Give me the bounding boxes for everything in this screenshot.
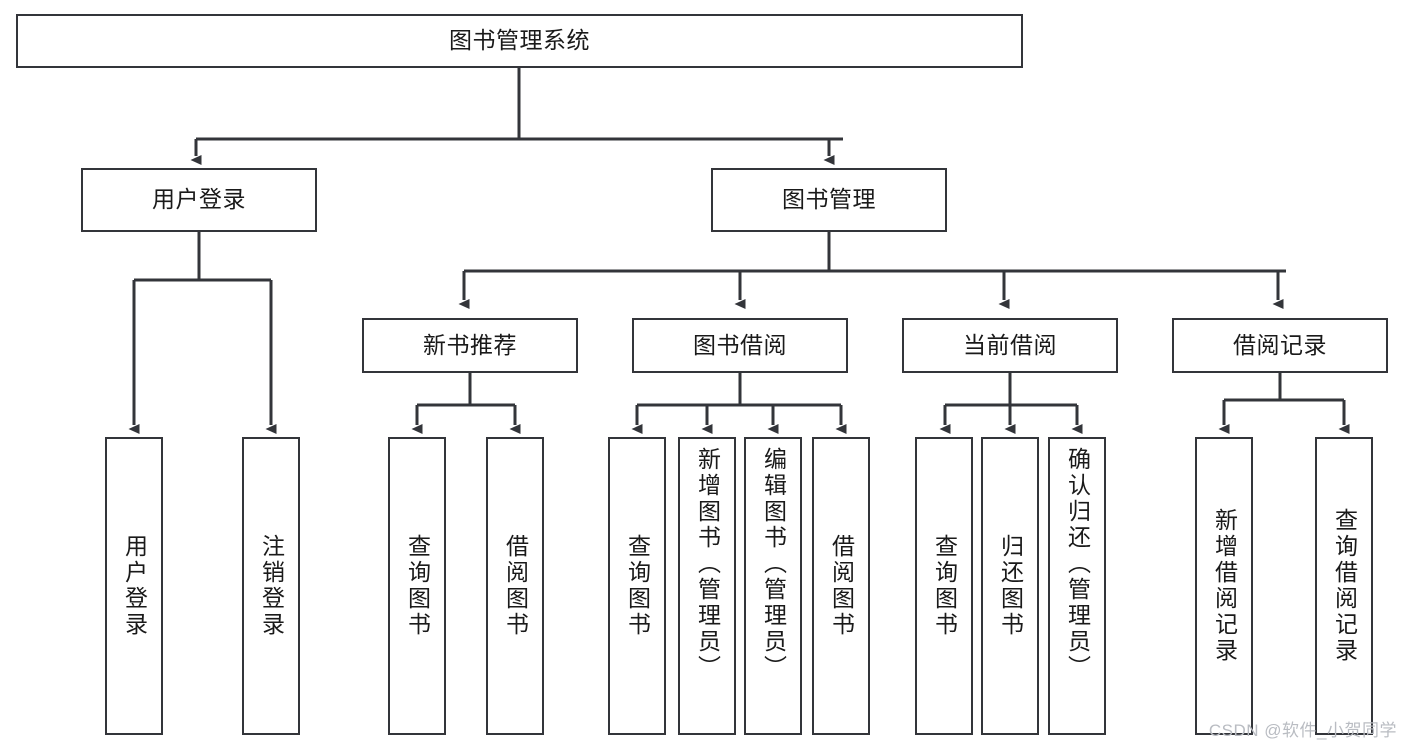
leaf-current-confirm-return-admin-label: 确认归还（管理员） [1064, 447, 1091, 681]
leaf-borrow-query-book[interactable]: 查询图书 [608, 437, 666, 735]
watermark-text: CSDN @软件_小贺同学 [1208, 721, 1397, 740]
leaf-current-query-book-label: 查询图书 [931, 534, 958, 638]
leaf-record-query-record-label: 查询借阅记录 [1331, 508, 1358, 664]
leaf-newbook-borrow-book[interactable]: 借阅图书 [486, 437, 544, 735]
leaf-borrow-add-book-admin[interactable]: 新增图书（管理员） [678, 437, 736, 735]
node-root-label: 图书管理系统 [449, 27, 590, 54]
node-user-login[interactable]: 用户登录 [81, 168, 317, 232]
leaf-user-login[interactable]: 用户登录 [105, 437, 163, 735]
leaf-current-query-book[interactable]: 查询图书 [915, 437, 973, 735]
leaf-user-login-label: 用户登录 [121, 534, 148, 638]
node-new-book-recommend-label: 新书推荐 [423, 331, 517, 358]
node-current-borrow-label: 当前借阅 [963, 331, 1057, 358]
node-book-management[interactable]: 图书管理 [711, 168, 947, 232]
leaf-logout[interactable]: 注销登录 [242, 437, 300, 735]
leaf-borrow-add-book-admin-label: 新增图书（管理员） [694, 447, 721, 681]
node-borrow-record[interactable]: 借阅记录 [1172, 318, 1388, 373]
leaf-borrow-borrow-book[interactable]: 借阅图书 [812, 437, 870, 735]
leaf-borrow-query-book-label: 查询图书 [624, 534, 651, 638]
leaf-record-add-record-label: 新增借阅记录 [1211, 508, 1238, 664]
leaf-borrow-borrow-book-label: 借阅图书 [828, 534, 855, 638]
node-new-book-recommend[interactable]: 新书推荐 [362, 318, 578, 373]
node-book-management-label: 图书管理 [782, 186, 876, 213]
leaf-borrow-edit-book-admin-label: 编辑图书（管理员） [760, 447, 787, 681]
leaf-newbook-query-book[interactable]: 查询图书 [388, 437, 446, 735]
node-book-borrow[interactable]: 图书借阅 [632, 318, 848, 373]
leaf-current-return-book-label: 归还图书 [997, 534, 1024, 638]
node-current-borrow[interactable]: 当前借阅 [902, 318, 1118, 373]
leaf-record-add-record[interactable]: 新增借阅记录 [1195, 437, 1253, 735]
leaf-newbook-query-book-label: 查询图书 [404, 534, 431, 638]
leaf-logout-label: 注销登录 [258, 534, 285, 638]
node-book-borrow-label: 图书借阅 [693, 331, 787, 358]
node-user-login-label: 用户登录 [152, 186, 246, 213]
leaf-current-confirm-return-admin[interactable]: 确认归还（管理员） [1048, 437, 1106, 735]
leaf-newbook-borrow-book-label: 借阅图书 [502, 534, 529, 638]
node-root[interactable]: 图书管理系统 [16, 14, 1023, 68]
node-borrow-record-label: 借阅记录 [1233, 331, 1327, 358]
leaf-current-return-book[interactable]: 归还图书 [981, 437, 1039, 735]
leaf-record-query-record[interactable]: 查询借阅记录 [1315, 437, 1373, 735]
leaf-borrow-edit-book-admin[interactable]: 编辑图书（管理员） [744, 437, 802, 735]
